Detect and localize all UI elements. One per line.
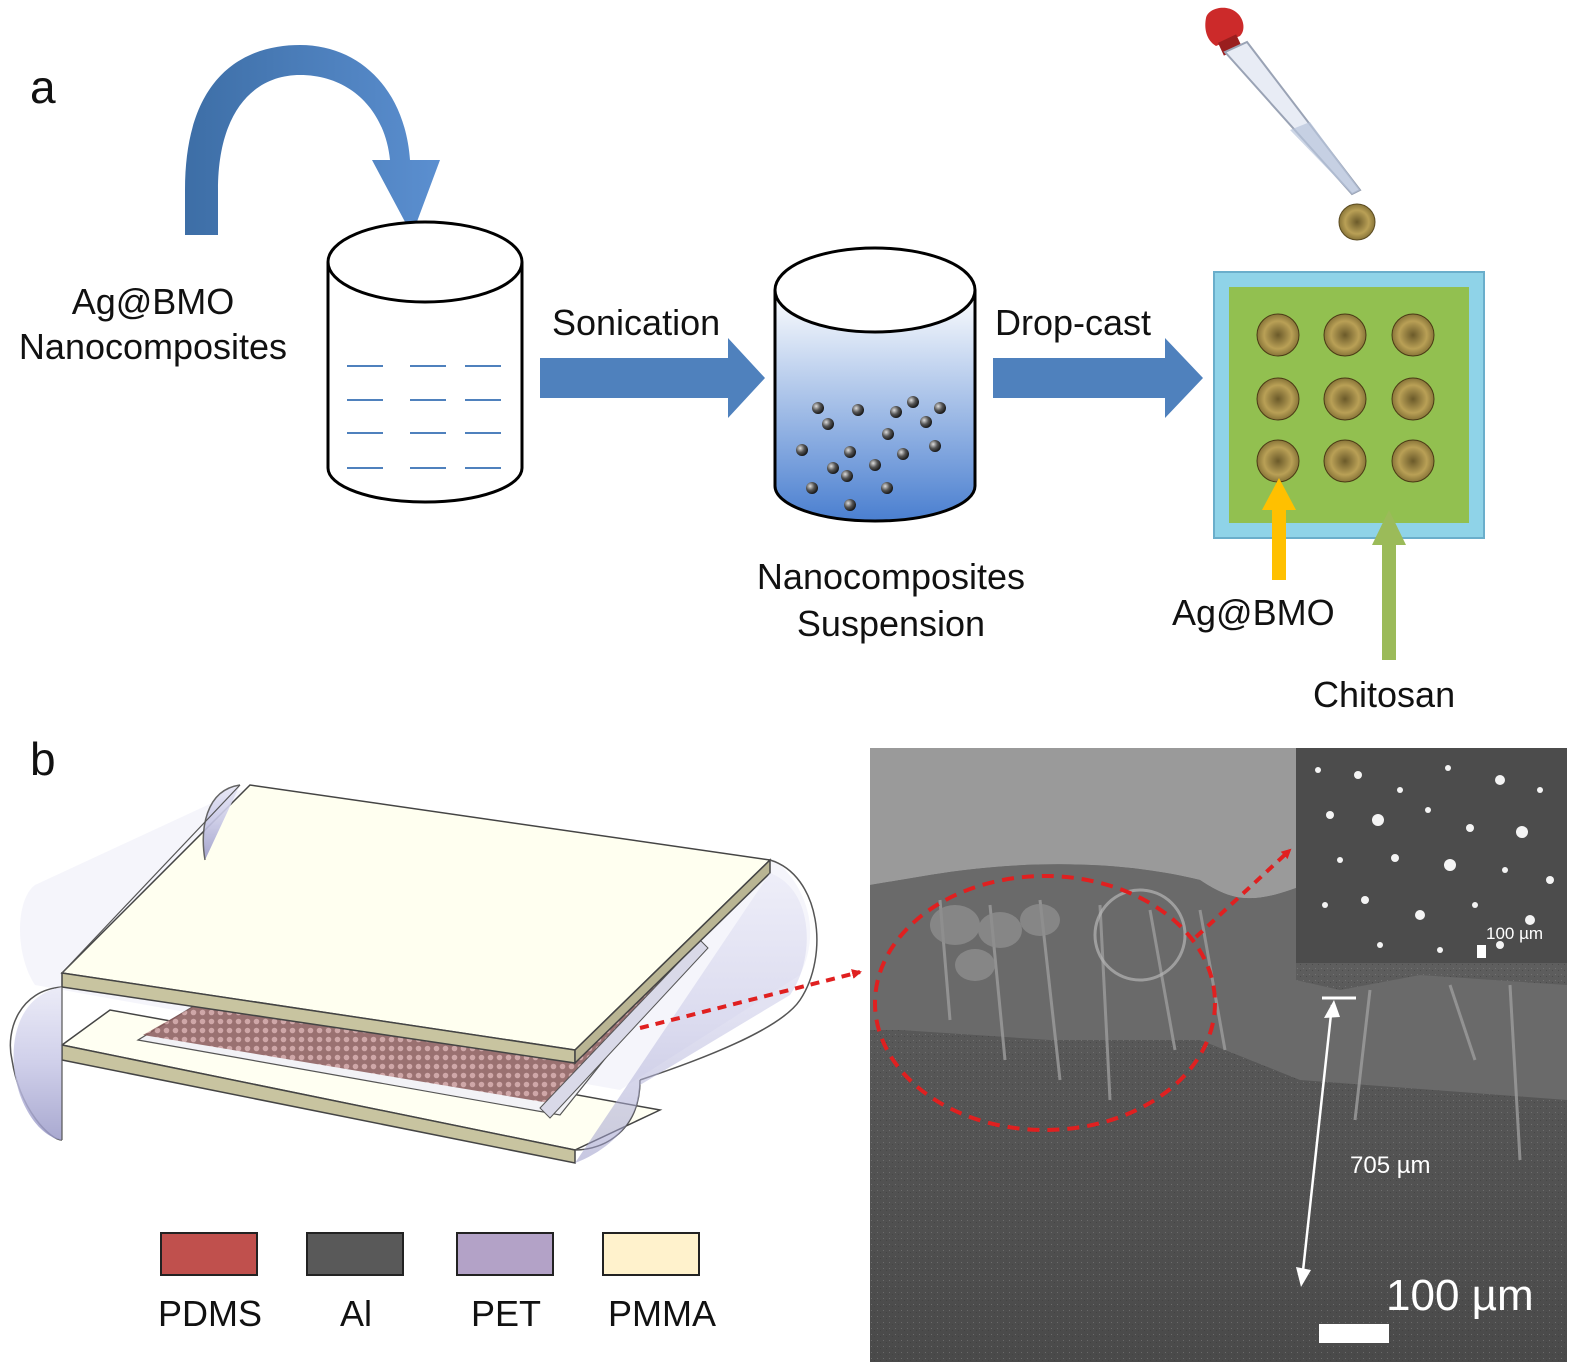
sem-image (870, 748, 1567, 1362)
legend-swatch-pmma (602, 1232, 700, 1276)
sonication-arrow (540, 338, 765, 418)
drop-cast-arrow (993, 338, 1203, 418)
inset-scale-label: 100 µm (1486, 924, 1544, 943)
electrode-substrate (1213, 271, 1485, 539)
input-label-line2: Nanocomposites (18, 326, 288, 367)
legend-label-pmma: PMMA (608, 1293, 716, 1334)
agbmo-arrow (1262, 478, 1296, 580)
chitosan-label: Chitosan (1313, 674, 1456, 715)
callout-arrow-device (639, 969, 862, 1030)
input-label-line1: Ag@BMO (71, 281, 235, 322)
legend-swatch-pet (456, 1232, 554, 1276)
panel-a-letter: a (30, 61, 56, 113)
curved-arrow (185, 45, 440, 235)
pipette-icon (1205, 7, 1376, 241)
beaker-solvent (326, 220, 524, 504)
legend-label-al: Al (339, 1293, 372, 1334)
chitosan-arrow (1372, 510, 1406, 660)
scale-bar-label: 100 µm (1386, 1271, 1534, 1320)
sonication-label: Sonication (552, 302, 721, 343)
legend-swatch-pdms (160, 1232, 258, 1276)
panel-b-letter: b (30, 733, 56, 785)
beaker-suspension (773, 246, 977, 523)
legend-label-pdms: PDMS (157, 1293, 262, 1334)
suspension-label-line2: Suspension (796, 603, 986, 644)
suspension-label-line1: Nanocomposites (756, 556, 1026, 597)
drop-cast-label: Drop-cast (995, 302, 1152, 343)
thickness-label: 705 µm (1350, 1152, 1431, 1179)
agbmo-label: Ag@BMO (1172, 592, 1335, 633)
legend-label-pet: PET (470, 1293, 541, 1334)
device-schematic (9, 784, 818, 1164)
legend-swatch-al (306, 1232, 404, 1276)
